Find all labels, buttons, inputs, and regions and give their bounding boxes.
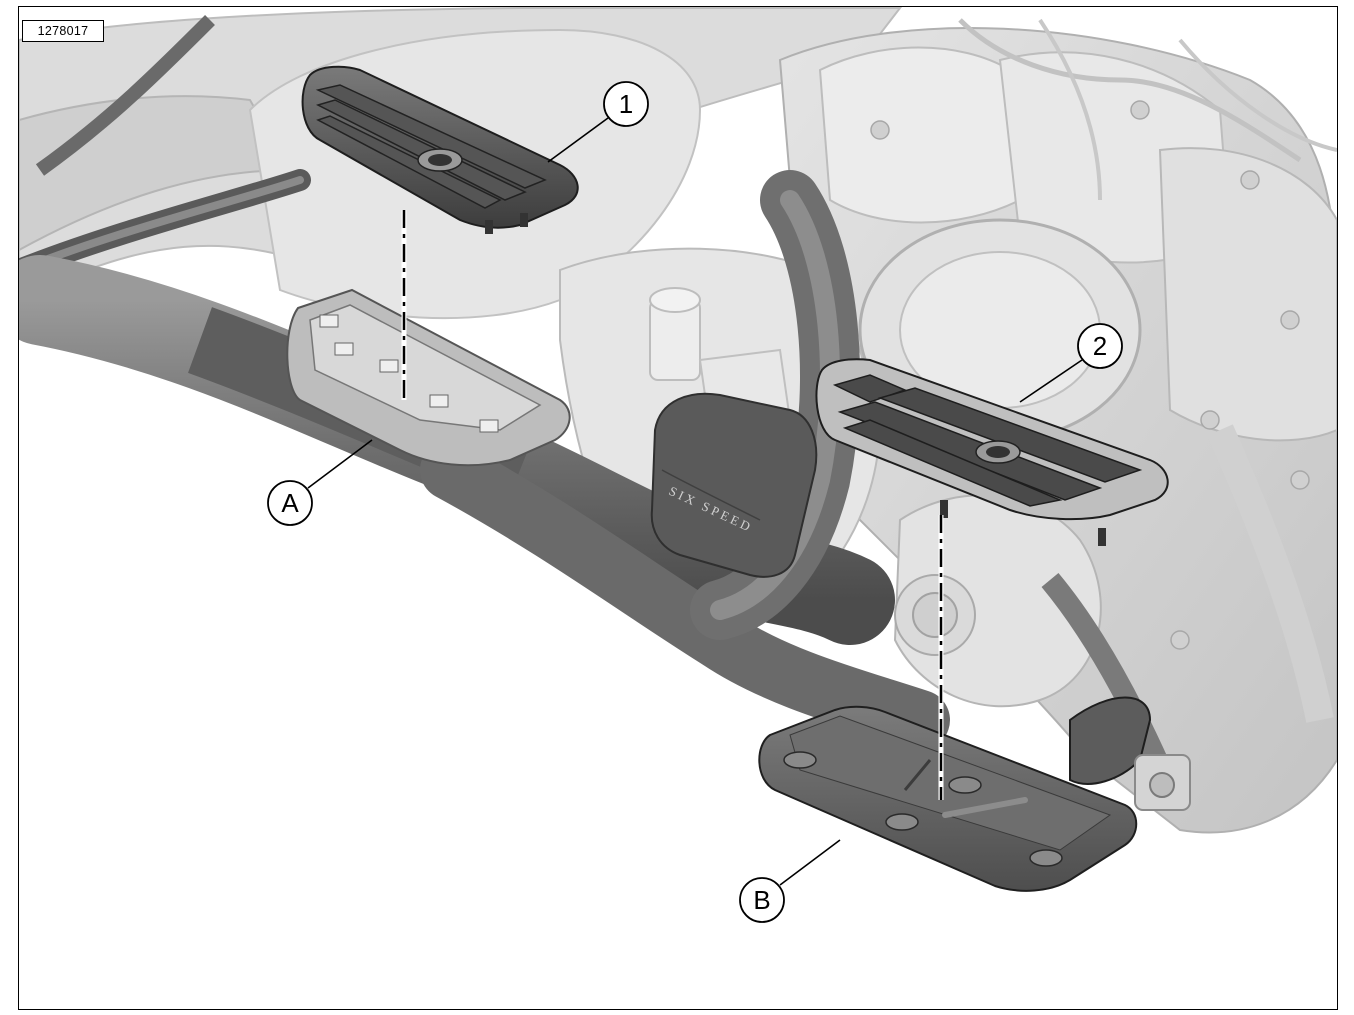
callout-b: B [739, 877, 785, 923]
frame-tubes [19, 15, 311, 281]
callout-a: A [267, 480, 313, 526]
floorboard-bracket-a [286, 288, 571, 467]
ghosted-primary-cover [893, 494, 1102, 708]
floorboard-pan-b [758, 696, 1191, 892]
floorboard-pad-1 [301, 65, 579, 234]
figure-id-label: 1278017 [22, 20, 104, 42]
floorboard-pad-2 [815, 358, 1169, 546]
callout-2: 2 [1077, 323, 1123, 369]
callout-b-label: B [753, 885, 770, 915]
callout-a-label: A [281, 488, 299, 518]
callout-2-label: 2 [1093, 331, 1107, 361]
alignment-lines [401, 210, 944, 800]
callout-1: 1 [603, 81, 649, 127]
leader-lines [307, 117, 1083, 886]
transmission-side-cover: SIX SPEED [650, 392, 818, 578]
callout-1-label: 1 [619, 89, 633, 119]
